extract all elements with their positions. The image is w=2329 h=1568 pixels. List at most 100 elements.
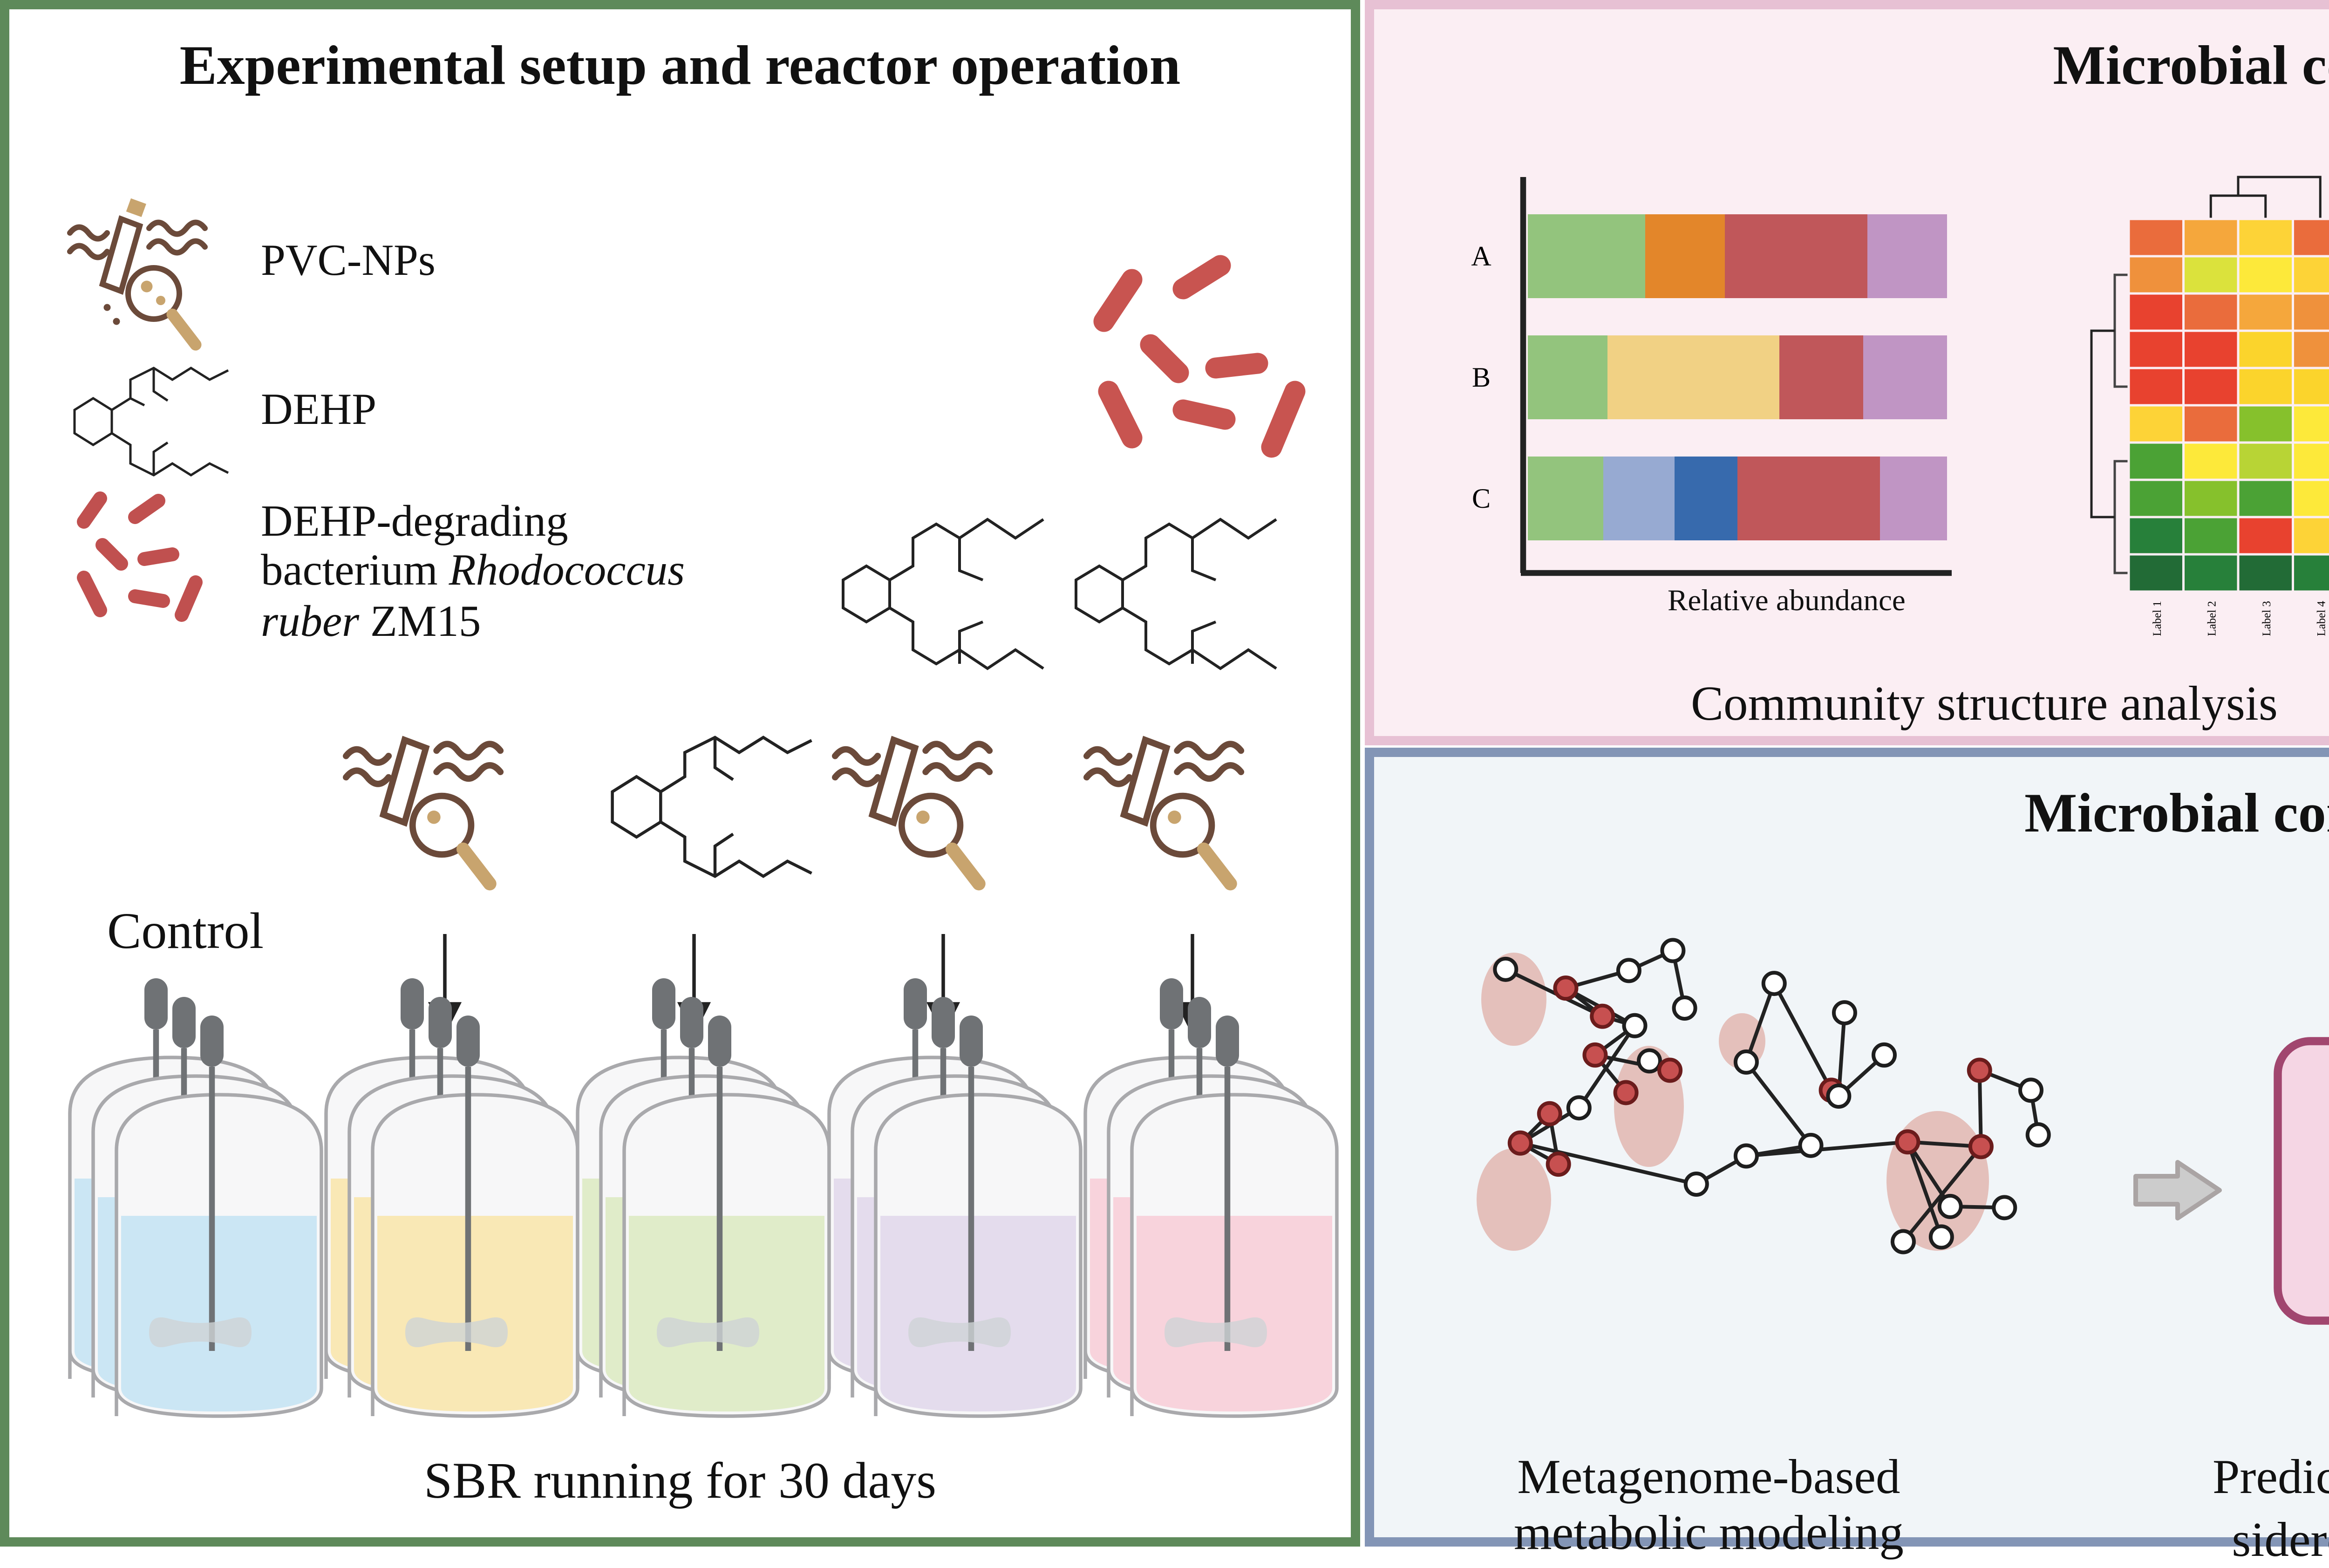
network-node-highlighted	[1510, 1132, 1531, 1154]
network-node	[1736, 1051, 1757, 1073]
heatmap-cell	[2293, 517, 2329, 554]
bacterium-genus: Rhodococcus	[449, 548, 685, 597]
exchange-diagram	[2259, 990, 2329, 1409]
network-node-highlighted	[1539, 1103, 1560, 1125]
legend-label-dehp: DEHP	[261, 387, 376, 436]
heatmap-cell	[2184, 219, 2239, 256]
panel-community-structure: Microbial community structure ABC Relati…	[1365, 0, 2329, 745]
network-node	[1568, 1097, 1590, 1118]
caption-line: Predicted vitamin B	[2213, 1449, 2329, 1505]
network-node	[1495, 959, 1516, 980]
heatmap-cell	[2184, 256, 2239, 293]
heatmap-cell	[2238, 554, 2293, 592]
heatmap-cell	[2129, 256, 2184, 293]
heatmap-cell	[2293, 368, 2329, 405]
network-node	[1674, 997, 1696, 1019]
stirrer-motor	[904, 978, 927, 1029]
treatment-pvc-icon-1	[335, 708, 522, 894]
heatmap-cell	[2129, 368, 2184, 405]
heatmap-cell	[2293, 480, 2329, 517]
donor-cell-icon	[2278, 1041, 2329, 1321]
network-edge	[1746, 1142, 1908, 1156]
bacterium-line2-plain: bacterium	[261, 548, 449, 597]
bacterium-species: ruber	[261, 598, 359, 647]
right-arrow-icon	[2131, 1158, 2224, 1223]
network-node-highlighted	[1897, 1131, 1918, 1152]
reactor-liquid	[377, 1216, 573, 1411]
reactor-group	[829, 978, 1081, 1416]
row-dendrogram	[2115, 275, 2129, 387]
network-node	[1834, 1002, 1855, 1023]
col-label: Label 3	[2261, 601, 2273, 636]
network-node	[1828, 1085, 1849, 1107]
heatmap-cell	[2184, 331, 2239, 368]
heatmap-cell	[2293, 554, 2329, 592]
heatmap-cell	[2238, 443, 2293, 480]
bar-segment	[1603, 457, 1675, 540]
heatmap-cell	[2129, 219, 2184, 256]
stirrer-motor	[960, 1016, 983, 1067]
network-node	[1639, 1050, 1660, 1071]
caption-vitamin-exchange: Predicted vitamin B12 and siderophores e…	[2213, 1451, 2329, 1568]
legend-label-pvc-nps: PVC-NPs	[261, 238, 436, 287]
stirrer-motor	[429, 997, 452, 1048]
heatmap-cell	[2293, 256, 2329, 293]
network-node	[1662, 940, 1683, 961]
pvc-nanoplastic-icon	[61, 191, 224, 354]
dehp-molecule-pair-icon	[824, 487, 1290, 673]
network-node	[1994, 1197, 2015, 1218]
heatmap-cell	[2129, 443, 2184, 480]
caption-metabolic-modeling: Metagenome-based metabolic modeling	[1514, 1451, 1904, 1561]
panel-community-metabolism: Microbial community metabolism	[1365, 748, 2329, 1547]
heatmap-cell	[2238, 517, 2293, 554]
category-label: B	[1472, 362, 1491, 393]
network-node	[1618, 960, 1640, 981]
module-highlight	[1477, 1148, 1551, 1251]
heatmap-cell	[2293, 331, 2329, 368]
treatment-pvc-icon-3	[1076, 708, 1262, 894]
reactor-liquid	[1137, 1216, 1332, 1411]
network-node	[1940, 1196, 1961, 1217]
bar-segment	[1607, 335, 1779, 419]
heatmap-cell	[2293, 405, 2329, 443]
bar-segment	[1867, 214, 1947, 298]
heatmap-cell	[2184, 554, 2239, 592]
network-node-highlighted	[1584, 1044, 1606, 1066]
network-node	[1931, 1226, 1952, 1248]
heatmap-cell	[2184, 405, 2239, 443]
bar-segment	[1528, 457, 1603, 540]
heatmap-cell	[2184, 517, 2239, 554]
col-label: Label 1	[2151, 601, 2164, 636]
reactor-liquid	[121, 1216, 317, 1411]
network-node-highlighted	[1555, 977, 1576, 999]
category-label: C	[1472, 483, 1491, 514]
bacteria-rods-icon	[65, 489, 228, 629]
bar-segment	[1880, 457, 1947, 540]
reactor-liquid	[880, 1216, 1076, 1411]
setup-caption: SBR running for 30 days	[9, 1453, 1351, 1511]
stirrer-motor	[680, 997, 703, 1048]
row-dendrogram	[2091, 331, 2115, 517]
metabolic-network	[1444, 920, 2084, 1363]
panel-experimental-setup: Experimental setup and reactor operation…	[0, 0, 1360, 1547]
col-dendrogram	[2238, 177, 2320, 219]
caption-line: siderophores exchanges	[2232, 1511, 2329, 1567]
caption-line: metabolic modeling	[1514, 1504, 1904, 1560]
stirrer-motor	[172, 997, 196, 1048]
col-label: Label 4	[2315, 601, 2328, 636]
dehp-molecule-icon	[61, 363, 247, 489]
stirrer-motor	[708, 1016, 731, 1067]
bacteria-cluster-icon	[1081, 242, 1337, 475]
bacterium-line1: DEHP-degrading	[261, 498, 568, 547]
network-node-highlighted	[1592, 1006, 1613, 1027]
stirrer-motor	[652, 978, 675, 1029]
heatmap-cell	[2129, 517, 2184, 554]
panel-title: Experimental setup and reactor operation	[9, 37, 1351, 100]
heatmap-cell	[2238, 405, 2293, 443]
heatmap-cell	[2129, 293, 2184, 331]
stirrer-motor	[1216, 1016, 1239, 1067]
caption-structure-analysis: Community structure analysis	[1691, 678, 2278, 733]
network-node	[2020, 1079, 2042, 1101]
network-node-highlighted	[1659, 1060, 1681, 1081]
heatmap-cell	[2238, 219, 2293, 256]
